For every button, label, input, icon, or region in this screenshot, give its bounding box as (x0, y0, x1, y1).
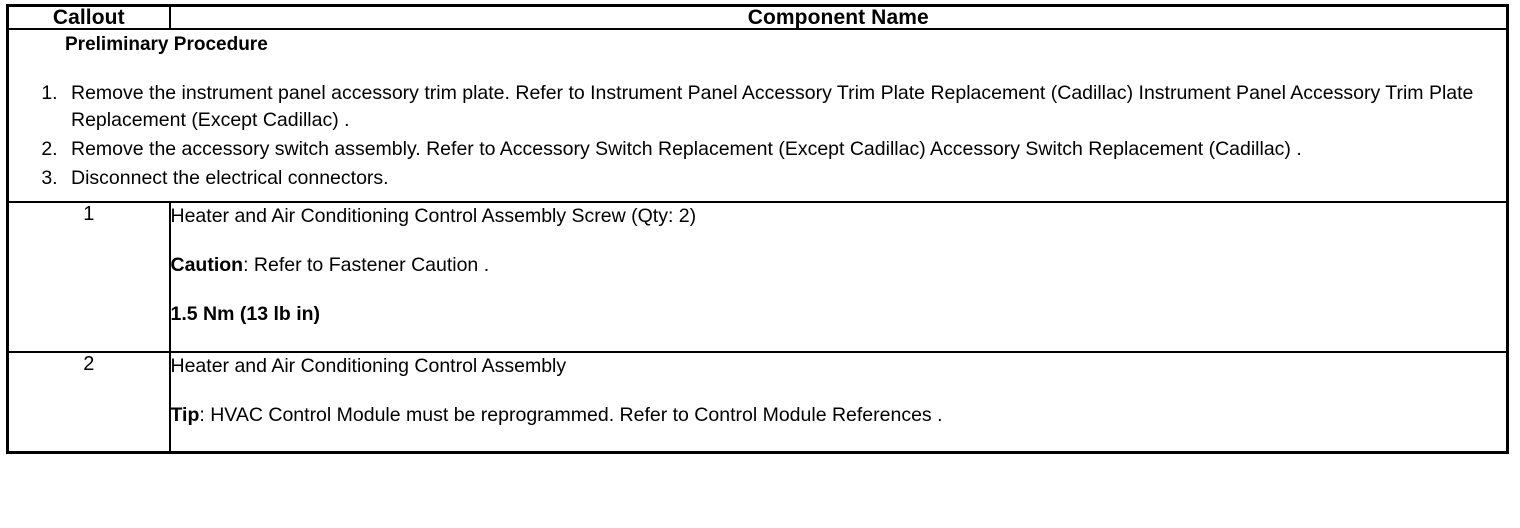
component-name-2: Heater and Air Conditioning Control Asse… (170, 354, 567, 377)
caution-text: : Refer to Fastener Caution . (243, 253, 490, 276)
preliminary-procedure-list: Remove the instrument panel accessory tr… (9, 80, 1506, 193)
tip-text: : HVAC Control Module must be reprogramm… (199, 403, 943, 426)
caution-label: Caution (170, 253, 244, 276)
component-cell-2: Heater and Air Conditioning Control Asse… (168, 350, 1509, 454)
callout-table: Callout Component Name Preliminary Proce… (6, 4, 1509, 454)
component-name-1: Heater and Air Conditioning Control Asse… (170, 204, 697, 227)
torque-spec-1: 1.5 Nm (13 lb in) (170, 303, 321, 326)
preliminary-procedure-row: Preliminary Procedure Remove the instrum… (6, 28, 1509, 203)
callout-number-2: 2 (6, 350, 171, 454)
table-row: 2 Heater and Air Conditioning Control As… (6, 350, 1509, 454)
list-item: Disconnect the electrical connectors. (63, 165, 1506, 193)
preliminary-procedure-cell: Preliminary Procedure Remove the instrum… (6, 28, 1509, 203)
column-header-component-name: Component Name (168, 4, 1509, 30)
tip-note-2: Tip: HVAC Control Module must be reprogr… (171, 402, 1507, 428)
callout-number-1: 1 (6, 200, 171, 353)
list-item: Remove the instrument panel accessory tr… (63, 80, 1506, 135)
list-item: Remove the accessory switch assembly. Re… (63, 136, 1506, 164)
table-header-row: Callout Component Name (6, 4, 1509, 30)
preliminary-procedure-title: Preliminary Procedure (65, 34, 268, 55)
component-cell-1: Heater and Air Conditioning Control Asse… (168, 200, 1509, 353)
caution-note-1: Caution: Refer to Fastener Caution . (171, 252, 1507, 278)
column-header-callout: Callout (6, 4, 171, 30)
table-row: 1 Heater and Air Conditioning Control As… (6, 200, 1509, 353)
tip-label: Tip (170, 403, 200, 426)
